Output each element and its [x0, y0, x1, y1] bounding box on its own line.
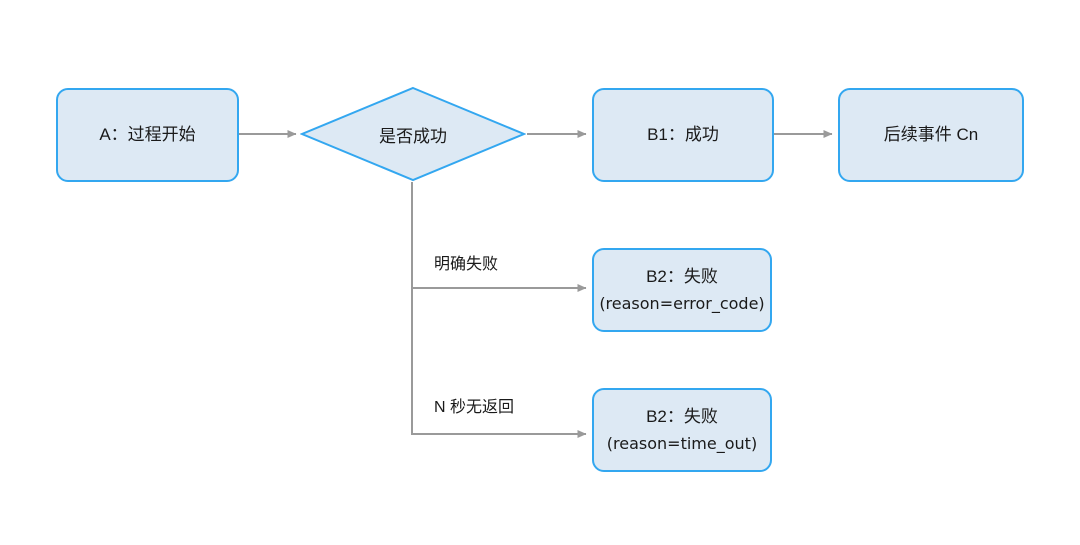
- node-fail-error-reason: (reason=error_code): [599, 293, 765, 313]
- node-decision-label: 是否成功: [379, 126, 447, 146]
- node-fail-timeout-reason: (reason=time_out): [606, 433, 758, 453]
- diamond-shape: [300, 86, 526, 182]
- node-fail-timeout[interactable]: B2：失败 (reason=time_out): [592, 388, 772, 472]
- node-fail-timeout-label: B2：失败: [646, 406, 718, 426]
- node-followup-label: 后续事件 Cn: [883, 124, 979, 144]
- node-success[interactable]: B1：成功: [592, 88, 774, 182]
- node-success-label: B1：成功: [647, 124, 719, 144]
- node-followup[interactable]: 后续事件 Cn: [838, 88, 1024, 182]
- node-fail-error-label: B2：失败: [646, 266, 718, 286]
- edge-label-no-response: N 秒无返回: [434, 399, 515, 416]
- edge-decision-to-fail-timeout: [411, 288, 587, 438]
- node-start[interactable]: A：过程开始: [56, 88, 239, 182]
- node-fail-error[interactable]: B2：失败 (reason=error_code): [592, 248, 772, 332]
- node-start-label: A：过程开始: [99, 124, 196, 144]
- edge-label-explicit-failure: 明确失败: [434, 256, 499, 273]
- node-decision[interactable]: 是否成功: [300, 86, 526, 182]
